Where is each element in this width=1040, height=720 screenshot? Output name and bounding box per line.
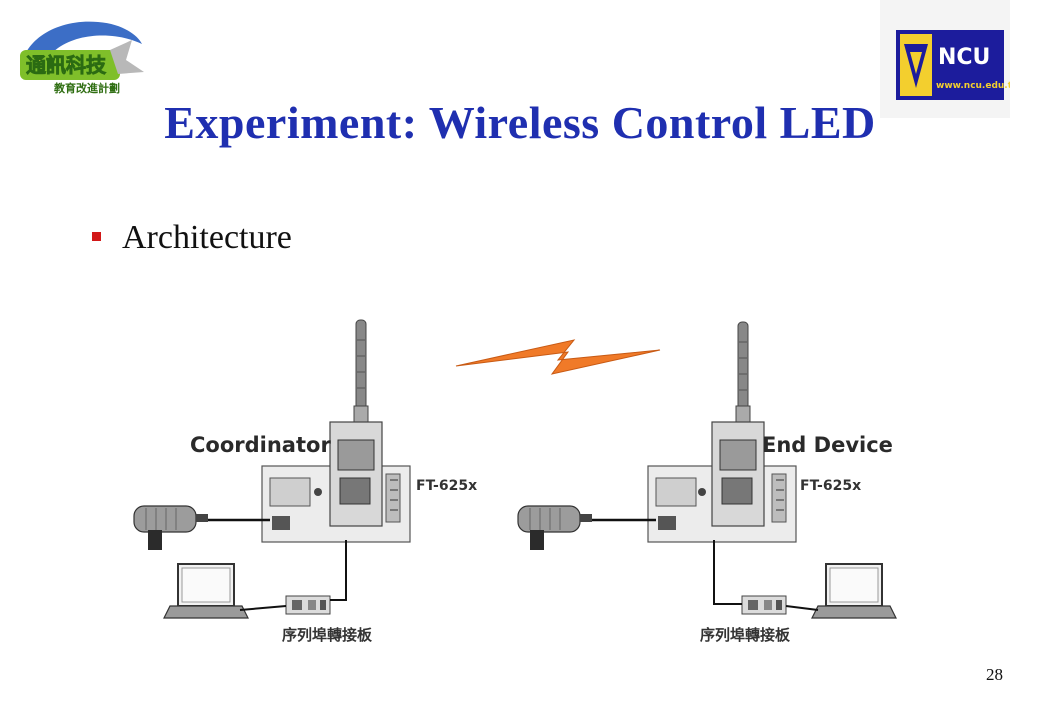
coordinator-power-adapter-icon [133,505,208,550]
coordinator-laptop-icon [163,563,249,619]
end-device-laptop-icon [811,563,897,619]
program-logo: 通訊科技 教育改進計劃 [20,21,144,95]
ncu-logo-text: NCU [938,45,990,70]
bullet-architecture: Architecture [122,219,292,256]
logo-text-main: 通訊科技 [26,53,107,77]
end-device-label: End Device [762,433,893,457]
coordinator-serial-cable [330,540,347,601]
coordinator-adapter-label: 序列埠轉接板 [282,626,373,644]
ncu-logo-url: www.ncu.edu.tw [936,81,1010,91]
wireless-lightning-icon [455,339,661,375]
end-device-board-icon [647,421,797,543]
slide-title: Experiment: Wireless Control LED [164,97,876,148]
end-device-power-adapter-icon [517,505,592,550]
coordinator-serial-adapter-icon [285,595,331,615]
end-device-board-model: FT-625x [800,478,861,494]
coordinator-antenna-icon [353,319,369,423]
coordinator-label: Coordinator [190,433,331,457]
coordinator-node: Coordinator FT-625x 序列埠轉接板 [133,319,477,644]
coordinator-board-model: FT-625x [416,478,477,494]
end-device-serial-adapter-icon [741,595,787,615]
end-device-node: End Device FT-625x 序列埠轉接板 [517,321,897,644]
logo-text-sub: 教育改進計劃 [53,81,120,95]
end-device-laptop-cable [785,605,819,611]
ncu-logo: NCU www.ncu.edu.tw [880,0,1010,118]
bullet-marker [92,232,101,241]
end-device-adapter-label: 序列埠轉接板 [700,626,791,644]
coordinator-board-icon [261,421,411,543]
end-device-serial-cable [713,540,742,605]
end-device-antenna-icon [735,321,751,423]
coordinator-laptop-cable [239,605,287,611]
page-number: 28 [986,665,1003,684]
